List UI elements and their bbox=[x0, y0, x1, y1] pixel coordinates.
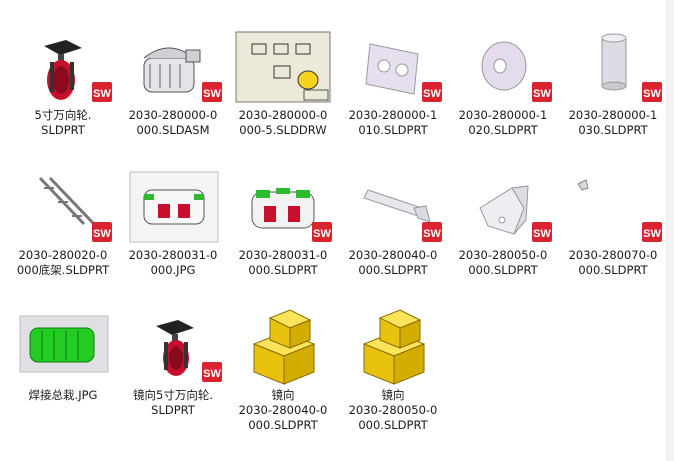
green-weld-jpg-icon bbox=[14, 308, 112, 386]
svg-text:SW: SW bbox=[533, 228, 551, 240]
sw-badge-icon: SW bbox=[642, 222, 662, 242]
svg-text:SW: SW bbox=[203, 368, 221, 380]
jpg-image-icon bbox=[124, 168, 222, 246]
sw-badge-icon: SW bbox=[312, 222, 332, 242]
file-name-line: 镜向 bbox=[271, 388, 295, 402]
file-name-line: 000.SLDPRT bbox=[578, 263, 648, 277]
green-assembly-part-icon: SW bbox=[234, 168, 332, 246]
file-name-line: 000.SLDPRT bbox=[358, 418, 428, 432]
caster-wheel-part-icon: SW bbox=[14, 28, 112, 106]
file-name-line: 2030-280031-0 bbox=[238, 248, 328, 262]
svg-text:SW: SW bbox=[203, 88, 221, 100]
file-name-line: 2030-280000-0 bbox=[238, 108, 328, 122]
file-name-line: 000.JPG bbox=[150, 263, 196, 277]
file-name-line: 000.SLDPRT bbox=[248, 263, 318, 277]
file-name-line: 5寸万向轮. bbox=[34, 108, 92, 122]
sw-badge-icon: SW bbox=[642, 82, 662, 102]
file-name-line: 2030-280000-0 bbox=[128, 108, 218, 122]
bracket-part-icon: SW bbox=[454, 168, 552, 246]
svg-text:SW: SW bbox=[423, 88, 441, 100]
file-item[interactable]: 焊接总栽.JPG bbox=[8, 302, 118, 424]
file-name-line: 000.SLDASM bbox=[136, 123, 210, 137]
sw-badge-icon: SW bbox=[422, 82, 442, 102]
file-name-line: 020.SLDPRT bbox=[468, 123, 538, 137]
file-name-line: SLDPRT bbox=[41, 123, 85, 137]
file-name-line: 2030-280050-0 bbox=[348, 403, 438, 417]
file-name-line: 2030-280031-0 bbox=[128, 248, 218, 262]
file-item[interactable]: SW 5寸万向轮.SLDPRT bbox=[8, 22, 118, 144]
svg-text:SW: SW bbox=[643, 228, 661, 240]
plate-part-icon: SW bbox=[344, 28, 442, 106]
sw-badge-icon: SW bbox=[92, 222, 112, 242]
file-name-line: 2030-280020-0 bbox=[18, 248, 108, 262]
file-name-line: 000.SLDPRT bbox=[468, 263, 538, 277]
file-name-line: 010.SLDPRT bbox=[358, 123, 428, 137]
file-name-line: 2030-280000-1 bbox=[458, 108, 548, 122]
drawing-sheet-icon bbox=[234, 28, 332, 106]
svg-text:SW: SW bbox=[533, 88, 551, 100]
vertical-scrollbar-track[interactable] bbox=[666, 0, 674, 461]
file-name-line: 2030-280000-1 bbox=[348, 108, 438, 122]
sw-badge-icon: SW bbox=[532, 222, 552, 242]
file-name-line: 2030-280050-0 bbox=[458, 248, 548, 262]
svg-text:SW: SW bbox=[313, 228, 331, 240]
sw-badge-icon: SW bbox=[92, 82, 112, 102]
svg-text:SW: SW bbox=[93, 88, 111, 100]
file-name-line: SLDPRT bbox=[151, 403, 195, 417]
file-item[interactable]: SW 镜向5寸万向轮.SLDPRT bbox=[118, 302, 228, 424]
frame-part-icon: SW bbox=[14, 168, 112, 246]
file-name-line: 镜向 bbox=[381, 388, 405, 402]
cylinder-part-icon: SW bbox=[564, 28, 662, 106]
yellow-block-part-icon bbox=[234, 308, 332, 386]
file-name-line: 000.SLDPRT bbox=[358, 263, 428, 277]
file-name-line: 镜向5寸万向轮. bbox=[133, 388, 213, 402]
sw-badge-icon: SW bbox=[532, 82, 552, 102]
disc-part-icon: SW bbox=[454, 28, 552, 106]
sw-badge-icon: SW bbox=[422, 222, 442, 242]
file-name-line: 030.SLDPRT bbox=[578, 123, 648, 137]
rail-part-icon: SW bbox=[344, 168, 442, 246]
file-name-line: 000-5.SLDDRW bbox=[239, 123, 327, 137]
file-name-line: 000底架.SLDPRT bbox=[16, 263, 110, 277]
sw-badge-icon: SW bbox=[202, 362, 222, 382]
file-name-line: 2030-280070-0 bbox=[568, 248, 658, 262]
sw-badge-icon: SW bbox=[202, 82, 222, 102]
file-name-line: 2030-280040-0 bbox=[348, 248, 438, 262]
svg-text:SW: SW bbox=[423, 228, 441, 240]
file-name-line: 焊接总栽.JPG bbox=[28, 388, 98, 402]
file-name-line: 000.SLDPRT bbox=[248, 418, 318, 432]
assembly-machine-icon: SW bbox=[124, 28, 222, 106]
small-clip-part-icon: SW bbox=[564, 168, 662, 246]
yellow-block-part-icon bbox=[344, 308, 442, 386]
svg-text:SW: SW bbox=[643, 88, 661, 100]
file-name-line: 2030-280040-0 bbox=[238, 403, 328, 417]
svg-text:SW: SW bbox=[93, 228, 111, 240]
file-name-line: 2030-280000-1 bbox=[568, 108, 658, 122]
mirror-caster-part-icon: SW bbox=[124, 308, 222, 386]
